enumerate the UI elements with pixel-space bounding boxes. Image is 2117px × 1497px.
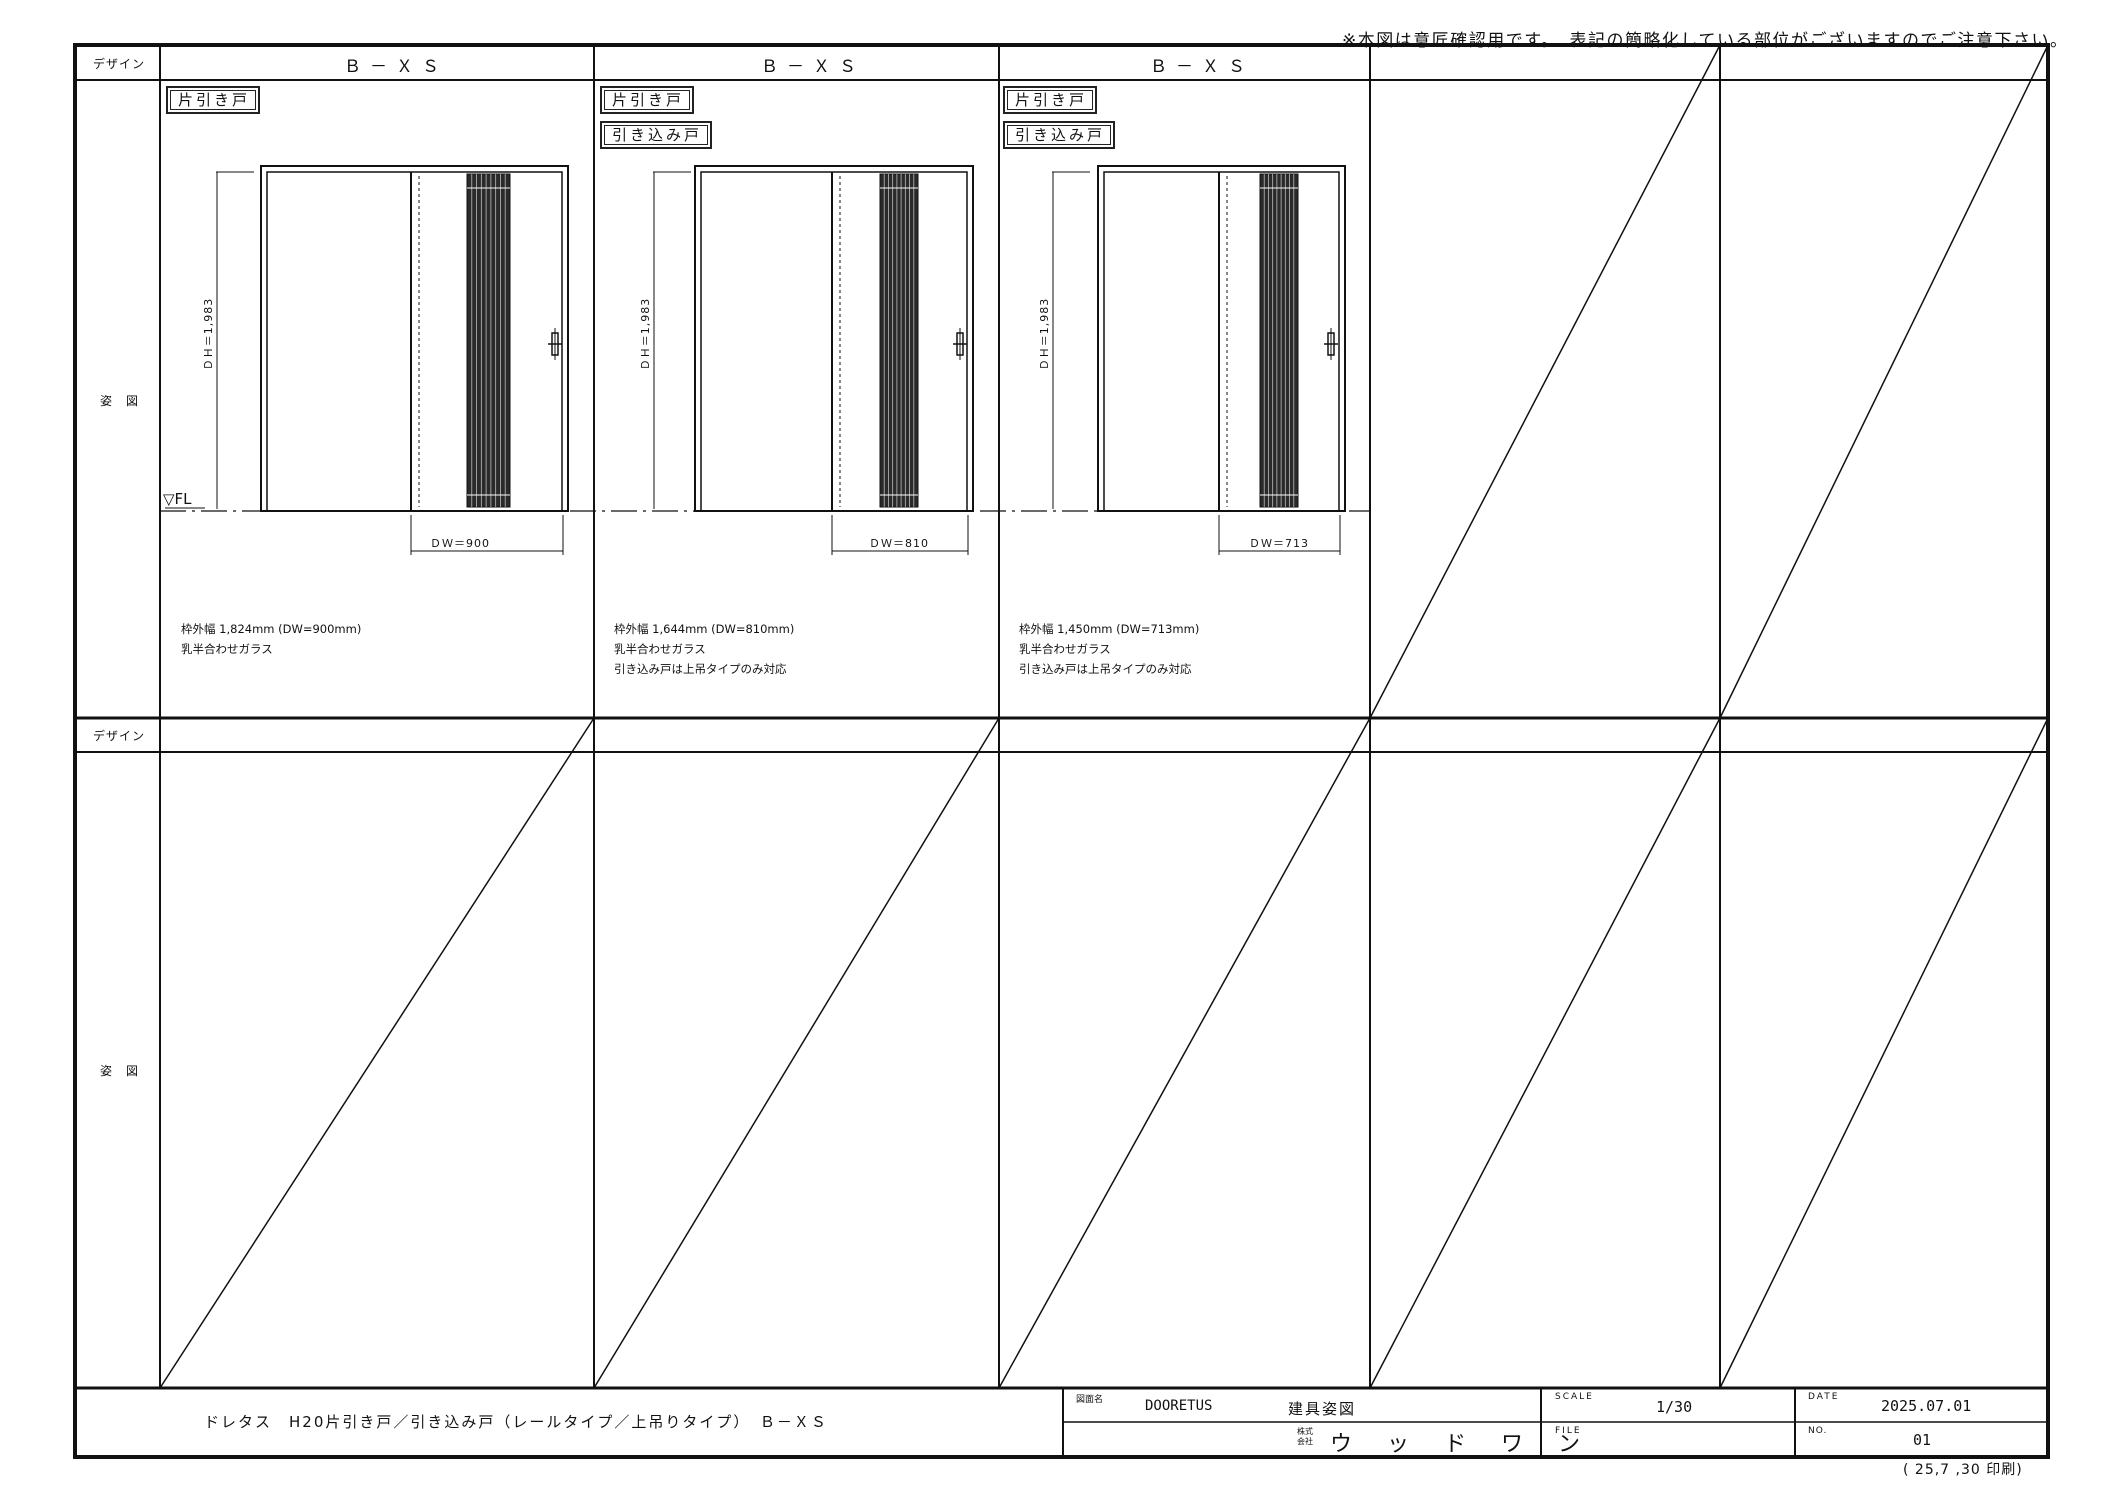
spec-line: 乳半合わせガラス xyxy=(614,642,706,656)
row-label-figure-bottom: 姿 図 xyxy=(100,1064,140,1078)
spec-line: 引き込み戸は上吊タイプのみ対応 xyxy=(614,662,787,676)
glass-slit-panel xyxy=(879,173,919,508)
door-type-tag-pocket: 引き込み戸 xyxy=(600,121,713,149)
door-frame-inner xyxy=(266,171,563,511)
door-height-label-1: ＤＨ＝1,983 xyxy=(202,297,215,371)
company-prefix: 株式 会社 xyxy=(1297,1427,1313,1447)
door-frame-inner xyxy=(700,171,968,511)
print-note: ( 25,7 ,30 印刷) xyxy=(1903,1462,2023,1478)
date-value: 2025.07.01 xyxy=(1881,1397,1972,1415)
door-width-label-1: ＤＷ＝900 xyxy=(430,537,490,550)
spec-notes-3: 枠外幅 1,450mm (DW=713mm) 乳半合わせガラス 引き込み戸は上吊… xyxy=(1019,619,1199,679)
no-label: NO. xyxy=(1808,1426,1828,1436)
door-frame-inner xyxy=(1103,171,1340,511)
door-width-label-3: ＤＷ＝713 xyxy=(1249,537,1309,550)
file-label: FILE xyxy=(1555,1426,1582,1436)
drawing-name: DOORETUS xyxy=(1145,1398,1213,1414)
no-value: 01 xyxy=(1913,1431,1932,1449)
door-type-tag-sliding: 片引き戸 xyxy=(600,86,695,114)
door-frame xyxy=(694,165,974,512)
design-name-3: Ｂ－ＸＳ xyxy=(1150,57,1254,77)
company-name: ウ ッ ド ワ ン xyxy=(1330,1432,1594,1457)
spec-notes-1: 枠外幅 1,824mm (DW=900mm) 乳半合わせガラス xyxy=(181,619,361,659)
design-name-1: Ｂ－ＸＳ xyxy=(344,57,448,77)
door-height-label-3: ＤＨ＝1,983 xyxy=(1038,297,1051,371)
company-prefix-line: 株式 xyxy=(1297,1427,1313,1436)
spec-line: 引き込み戸は上吊タイプのみ対応 xyxy=(1019,662,1192,676)
scale-label: SCALE xyxy=(1555,1392,1594,1402)
door-width-label-2: ＤＷ＝810 xyxy=(869,537,929,550)
row-label-figure-top: 姿 図 xyxy=(100,394,140,408)
door-frame xyxy=(1097,165,1346,512)
door-type-tag-pocket: 引き込み戸 xyxy=(1003,121,1116,149)
spec-line: 枠外幅 1,450mm (DW=713mm) xyxy=(1019,622,1200,636)
date-label: DATE xyxy=(1808,1392,1840,1402)
design-name-2: Ｂ－ＸＳ xyxy=(761,57,865,77)
company-prefix-line: 会社 xyxy=(1297,1437,1313,1446)
drawing-type: 建具姿図 xyxy=(1288,1400,1357,1418)
glass-slit-panel xyxy=(1259,173,1299,508)
spec-line: 枠外幅 1,644mm (DW=810mm) xyxy=(614,622,795,636)
spec-line: 乳半合わせガラス xyxy=(181,642,273,656)
spec-line: 枠外幅 1,824mm (DW=900mm) xyxy=(181,622,362,636)
door-height-label-2: ＤＨ＝1,983 xyxy=(639,297,652,371)
spec-line: 乳半合わせガラス xyxy=(1019,642,1111,656)
door-type-tag-sliding: 片引き戸 xyxy=(166,86,261,114)
disclaimer-note: ※本図は意匠確認用です。 表記の簡略化している部位がございますのでご注意下さい。 xyxy=(1342,31,2069,51)
row-label-design-bottom: デザイン xyxy=(93,729,146,743)
glass-slit-panel xyxy=(466,173,511,508)
floor-level-label: ▽FL xyxy=(163,490,192,508)
door-type-tag-sliding: 片引き戸 xyxy=(1003,86,1098,114)
spec-notes-2: 枠外幅 1,644mm (DW=810mm) 乳半合わせガラス 引き込み戸は上吊… xyxy=(614,619,794,679)
drawing-name-label: 図面名 xyxy=(1076,1395,1104,1405)
scale-value: 1/30 xyxy=(1656,1398,1693,1416)
row-label-design-top: デザイン xyxy=(93,57,146,71)
door-frame xyxy=(260,165,569,512)
product-title: ドレタス H20片引き戸／引き込み戸（レールタイプ／上吊りタイプ） Ｂ－ＸＳ xyxy=(204,1413,828,1431)
